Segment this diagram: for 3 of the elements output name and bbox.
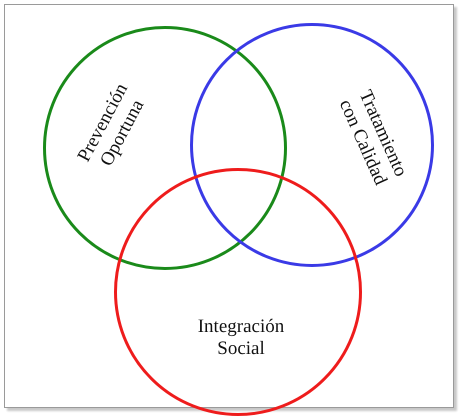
circle	[190, 23, 434, 267]
circle	[43, 26, 287, 270]
circle-label: Integración Social	[196, 316, 286, 360]
